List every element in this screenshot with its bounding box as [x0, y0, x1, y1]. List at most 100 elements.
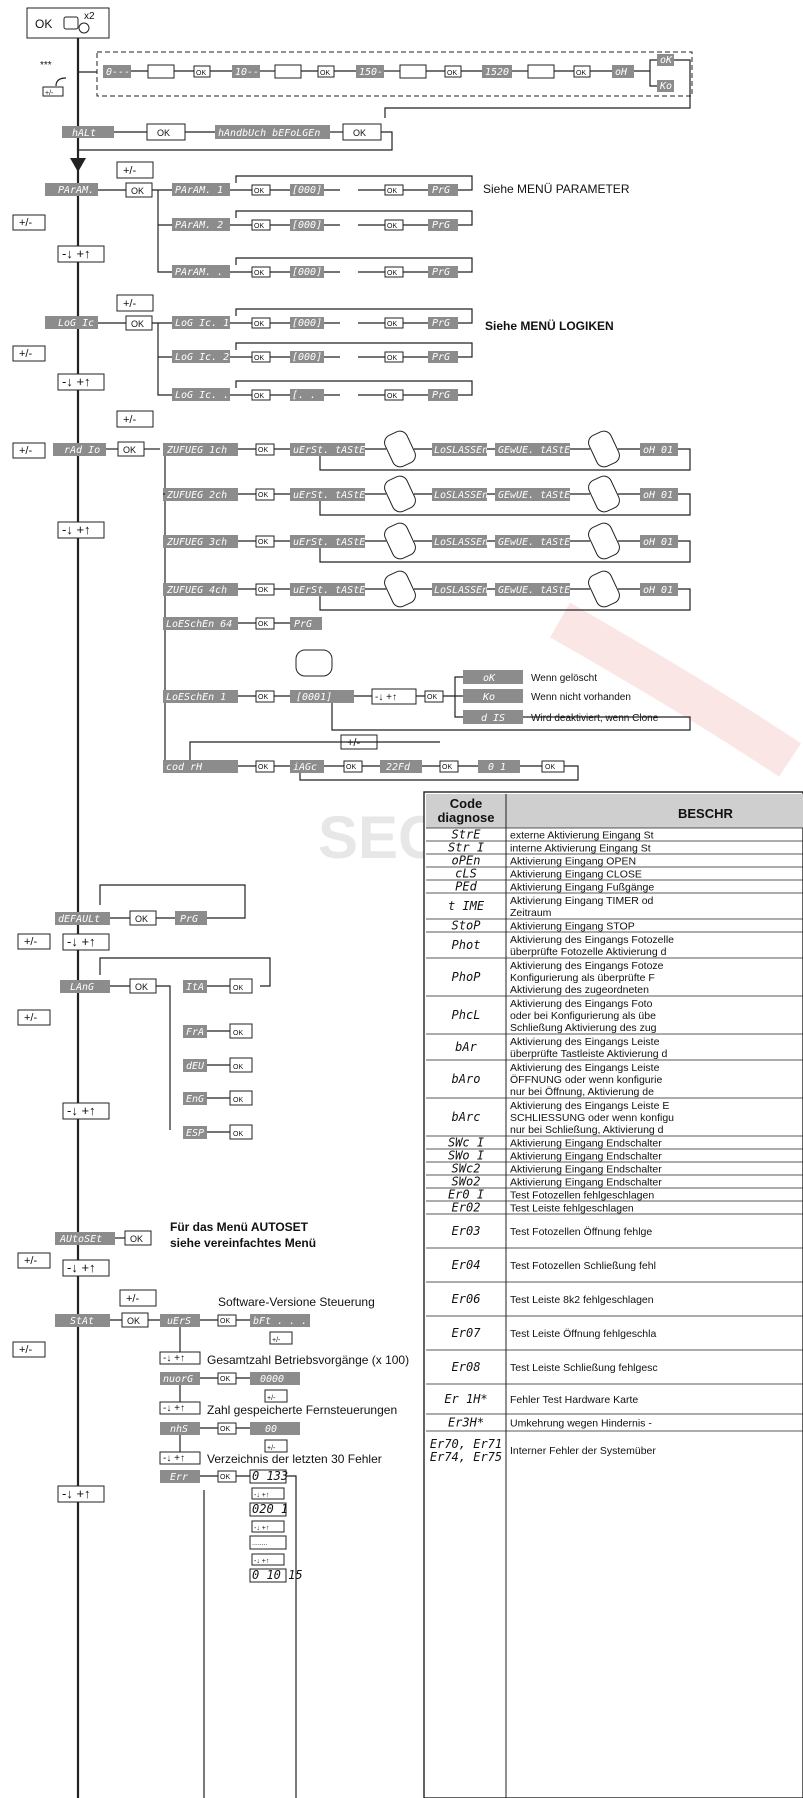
- radio-codrh-text: cod rH: [166, 762, 203, 773]
- table-code-cell: Str I: [448, 841, 484, 855]
- stat-nhs-text: nhS: [170, 1424, 188, 1435]
- lang-item-arrows: [207, 986, 230, 1132]
- stat-vers-ok-text: OK: [220, 1318, 230, 1325]
- param-side-plus-minus-text: +/-: [19, 217, 32, 229]
- radio-add-3-ok-text: OK: [258, 539, 268, 546]
- radio-add-4-ok-text: OK: [258, 587, 268, 594]
- stat-err-val-3-text: ........: [252, 1540, 268, 1547]
- stat-nvorg-text: nuorG: [163, 1374, 193, 1385]
- lang-item-deu-text: dEU: [186, 1061, 205, 1072]
- radio-code22-text: 22Fd: [386, 762, 411, 773]
- logic-plus-minus-text: +/-: [123, 298, 136, 310]
- table-desc-cell: Aktivierung des Eingangs Leiste: [510, 1036, 660, 1048]
- stat-nhs-pm-text: +/-: [267, 1445, 276, 1452]
- table-code-cell: Er70, Er71: [430, 1437, 502, 1451]
- radio-add-3-text: ZUFUEG 3ch: [166, 537, 227, 548]
- top-ok-4-text: OK: [576, 70, 586, 77]
- lang-item-ita-text: ItA: [186, 982, 204, 993]
- stat-err-val-1-text: 0 133: [252, 1469, 288, 1483]
- stars-label: ***: [40, 60, 52, 71]
- radio-row-1: ZUFUEG 1ch OK uErSt. tAStE LoSLASSEn GEw…: [163, 429, 690, 470]
- logic-note: Siehe MENÜ LOGIKEN: [485, 318, 614, 333]
- table-desc-cell: Konfigurierung als überprüfte F: [510, 972, 655, 984]
- stat-err-ok-text: OK: [220, 1474, 230, 1481]
- stat-nvorg-val-text: 0000: [260, 1374, 284, 1385]
- remote-control-icon: [586, 569, 622, 610]
- radio-add-2-first-text: uErSt. tAStE: [293, 490, 365, 501]
- radio-codrh-plus-minus-text: +/-: [347, 737, 360, 749]
- table-desc-cell: Test Fotozellen fehlgeschlagen: [510, 1190, 654, 1202]
- table-desc-cell: Test Leiste Öffnung fehlgeschla: [510, 1328, 656, 1340]
- param-row3-prg-text: PrG: [432, 267, 450, 278]
- radio-add-4-result-text: oH 01: [643, 585, 673, 596]
- radio-add-3-wanted-text: GEwUE. tAStE: [498, 537, 570, 548]
- table-desc-cell: Fehler Test Hardware Karte: [510, 1394, 638, 1406]
- lang-items: ItA OK FrA OK dEU OK EnG OK ESP OK: [183, 979, 252, 1139]
- logic-row1-ok2-text: OK: [387, 321, 397, 328]
- stat-side-plus-minus-text: +/-: [19, 1344, 32, 1356]
- param-row2-ok-text: OK: [254, 223, 264, 230]
- param-items: PArAM. 1 PArAM. 2 PArAM. . . . OK [000] …: [98, 176, 472, 278]
- radio-code01-text: 0 1: [488, 762, 506, 773]
- top-loop-arrow: [56, 78, 66, 86]
- table-desc-cell: nur bei Öffnung, Aktivierung de: [510, 1086, 654, 1098]
- table-code-cell: Er74, Er75: [430, 1450, 502, 1464]
- logic-item-2-text: LoG Ic. 2: [175, 352, 229, 363]
- logic-updown-text: -↓ +↑: [62, 374, 91, 389]
- halt-ok-1-text: OK: [157, 128, 170, 138]
- table-code-cell: Er08: [452, 1360, 481, 1374]
- radio-add-4-text: ZUFUEG 4ch: [166, 585, 227, 596]
- top-lcd-5-text: oH: [615, 67, 628, 78]
- radio-add-4-wanted-text: GEwUE. tAStE: [498, 585, 570, 596]
- param-row2-box-text: [000]: [292, 220, 322, 231]
- logic-items-branch: [158, 323, 172, 395]
- stat-err-ud-1-text: -↓ +↑: [254, 1492, 269, 1499]
- radio-opt-dis-text: d IS: [481, 713, 505, 724]
- table-code-cell: bAr: [455, 1040, 477, 1054]
- top-lcd-1-text: 0---: [106, 67, 130, 78]
- header-ok-label: OK: [35, 17, 52, 31]
- radio-opt-ok-desc: Wenn gelöscht: [531, 673, 597, 684]
- stat-nhs-val-text: 00: [265, 1424, 277, 1435]
- table-code-cell: Er02: [452, 1201, 481, 1215]
- logic-row1-ok-text: OK: [254, 321, 264, 328]
- top-arrow-split: [634, 60, 657, 86]
- logic-main-text: LoG Ic: [58, 318, 94, 329]
- radio-codrh-plusminus-link: [190, 742, 440, 760]
- stat-items: uErS OK bFt . . . Software-Versione Steu…: [160, 1295, 409, 1798]
- table-desc-cell: Test Fotozellen Schließung fehl: [510, 1260, 656, 1272]
- radio-opt-dis-desc: Wird deaktiviert, wenn Clone: [531, 713, 659, 724]
- radio-row-2: ZUFUEG 2ch OK uErSt. tAStE LoSLASSEn GEw…: [163, 474, 690, 515]
- remote-control-icon: [382, 521, 418, 562]
- table-code-cell: PhoP: [452, 970, 482, 984]
- stat-nvorg-pm-text: +/-: [267, 1395, 276, 1402]
- logic-row3-ok-text: OK: [254, 393, 264, 400]
- top-ok-3-text: OK: [447, 70, 457, 77]
- table-desc-cell: Interner Fehler der Systemüber: [510, 1445, 656, 1457]
- param-plus-minus-text: +/-: [123, 165, 136, 177]
- param-item-2-text: PArAM. 2: [175, 220, 223, 231]
- default-plus-minus-text: +/-: [24, 936, 37, 948]
- radio-add-2-release-text: LoSLASSEn: [434, 490, 488, 501]
- stat-main-text: StAt: [70, 1316, 94, 1327]
- table-desc-cell: oder bei Konfigurierung als übe: [510, 1010, 656, 1022]
- table-desc-cell: Aktivierung Eingang CLOSE: [510, 869, 642, 881]
- top-ko-end-text: Ko: [659, 81, 672, 92]
- table-code-cell: oPEn: [452, 854, 481, 868]
- remote-control-icon: [382, 429, 418, 470]
- param-note: Siehe MENÜ PARAMETER: [483, 182, 630, 196]
- param-row1-ok-text: OK: [254, 188, 264, 195]
- autoset-note-2: siehe vereinfachtes Menü: [170, 1236, 316, 1250]
- param-row1-ok2-text: OK: [387, 188, 397, 195]
- table-desc-cell: Aktivierung des Eingangs Fotozelle: [510, 934, 674, 946]
- table-code-cell: Er3H*: [448, 1416, 484, 1430]
- radio-add-2-result-text: oH 01: [643, 490, 673, 501]
- logic-row2-ok2-text: OK: [387, 355, 397, 362]
- radio-updown-text: -↓ +↑: [62, 522, 91, 537]
- radio-delete-1-text: LoESchEn 1: [166, 692, 226, 703]
- lang-item-fra-text: FrA: [186, 1027, 204, 1038]
- param-ok-text: OK: [131, 186, 144, 196]
- lang-plus-minus-text: +/-: [24, 1012, 37, 1024]
- diagnose-table: Codediagnose BESCHR StrEexterne Aktivier…: [424, 792, 803, 1798]
- default-ok-text: OK: [135, 914, 148, 924]
